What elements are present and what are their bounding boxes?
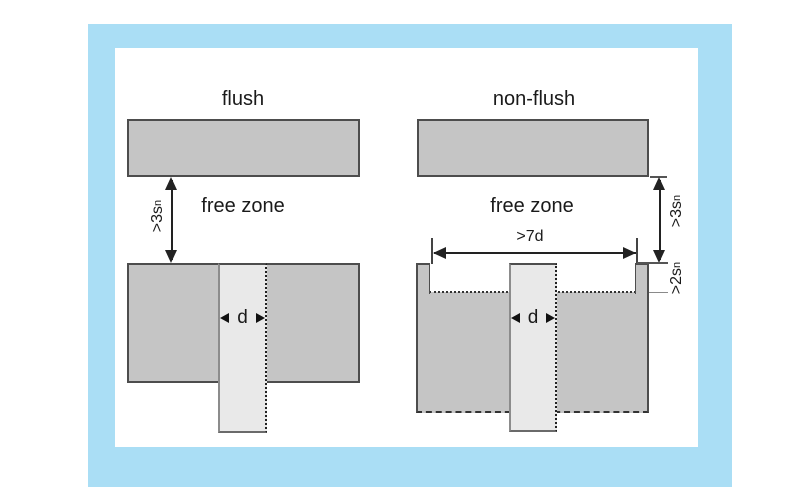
flush-diameter-arrow-right-icon [255,313,265,323]
nonflush-width-arrow-right-icon [623,247,636,259]
nonflush-wall-left [416,263,430,294]
flush-clearance-arrow-up-icon [165,177,177,190]
flush-sensor-barrel [218,263,267,433]
nonflush-clearance-arrow-down-icon [653,250,665,263]
nonflush-width-dimension-line [434,252,636,254]
flush-diameter-label: d [237,307,248,328]
nonflush-diameter-label: d [527,307,539,328]
nonflush-width-arrow-left-icon [433,247,446,259]
nonflush-wall-right [635,263,649,294]
nonflush-clearance-dimension-line [659,180,661,260]
nonflush-recess-floor-leader-line [649,292,668,293]
nonflush-target-plate [417,119,649,177]
nonflush-clearance-dim-sub: n [671,194,683,201]
flush-diameter-arrow-left-icon [220,313,229,323]
nonflush-diameter-arrow-right-icon [545,313,555,323]
nonflush-recess-depth-sub: n [671,261,683,268]
nonflush-width-dim-label: >7d [516,228,544,245]
nonflush-recess-depth-main: >2s [668,267,685,295]
flush-clearance-arrow-down-icon [165,250,177,263]
flush-free-zone-label: free zone [201,195,285,217]
nonflush-clearance-dim-main: >3s [668,200,685,228]
flush-clearance-dim-sub: n [152,199,164,206]
nonflush-free-zone-label: free zone [490,195,574,217]
flush-title: flush [221,88,265,110]
flush-target-plate [127,119,360,177]
nonflush-clearance-arrow-up-icon [653,177,665,190]
nonflush-diameter-arrow-left-icon [511,313,520,323]
nonflush-width-extension-left [431,238,433,264]
nonflush-title: non-flush [492,88,576,110]
nonflush-sensor-barrel [509,263,557,432]
nonflush-recess-top-leader-line [637,262,668,264]
nonflush-diameter-annotation: d [511,307,555,328]
flush-clearance-dim-main: >3s [149,205,166,233]
nonflush-width-extension-right [636,238,638,264]
flush-diameter-annotation: d [220,307,265,328]
flush-clearance-dimension-line [171,180,173,260]
